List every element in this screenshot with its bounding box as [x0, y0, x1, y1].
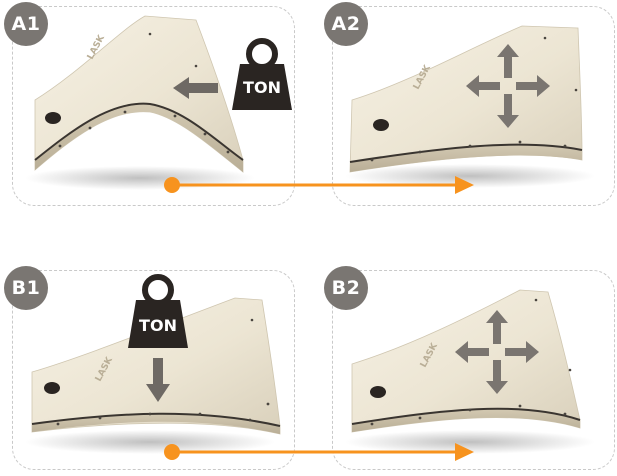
badge-b2: B2	[324, 266, 368, 310]
expand-arrows-icon-a2	[466, 44, 550, 128]
panel-b1	[12, 270, 295, 470]
svg-text:TON: TON	[243, 78, 281, 97]
down-arrow-icon	[146, 358, 170, 402]
plate-a1: LASK	[25, 15, 255, 190]
transition-arrow-a	[164, 176, 474, 194]
badge-a2: A2	[324, 2, 368, 46]
panel-b2	[332, 270, 615, 470]
plate-b2-bolt-holes	[370, 298, 572, 426]
badge-a1-label: A1	[11, 13, 41, 35]
panel-a1	[12, 6, 295, 206]
badge-a1: A1	[4, 2, 48, 46]
plate-b1-bolt-holes	[56, 318, 270, 426]
plate-a2: LASK	[345, 25, 595, 188]
plate-b2: LASK	[345, 289, 595, 454]
plate-a2-bolt-holes	[370, 36, 578, 162]
badge-b1: B1	[4, 266, 48, 310]
weight-icon-b1: TON	[128, 274, 188, 348]
left-arrow-icon	[173, 77, 218, 99]
transition-arrow-b	[164, 443, 474, 461]
weight-icon-a1: TON	[232, 38, 292, 110]
badge-b2-label: B2	[331, 277, 361, 299]
expand-arrows-icon-b2	[455, 310, 539, 394]
badge-a2-label: A2	[331, 13, 361, 35]
plate-a1-bolt-holes	[58, 32, 230, 154]
panel-a2	[332, 6, 615, 206]
svg-text:TON: TON	[139, 316, 177, 335]
badge-b1-label: B1	[11, 277, 41, 299]
